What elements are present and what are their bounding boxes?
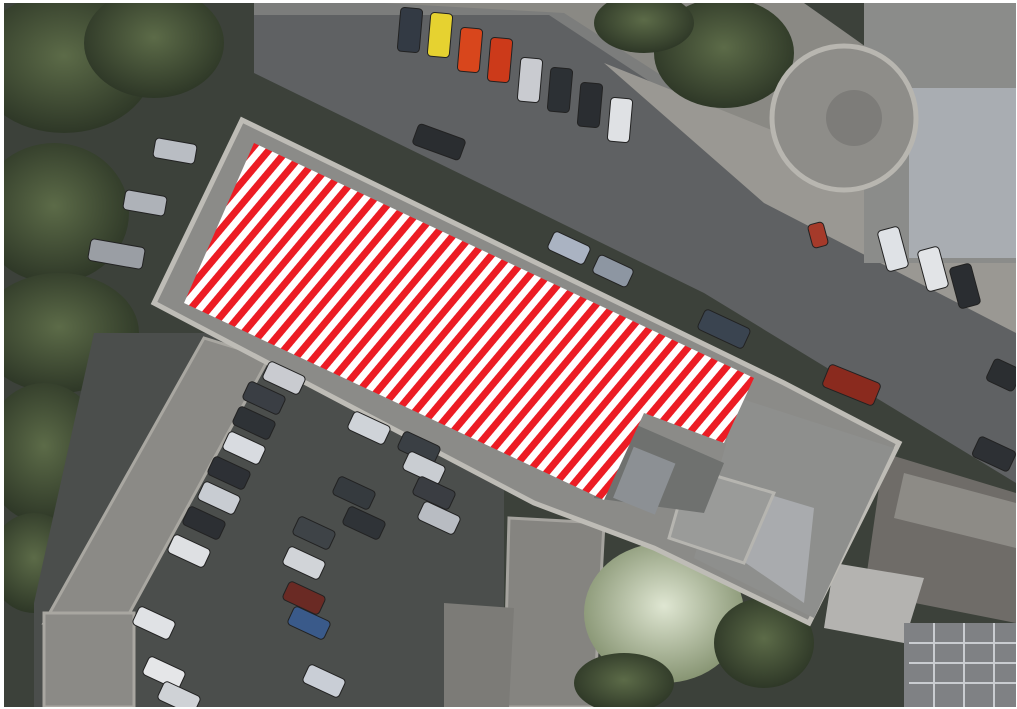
car bbox=[332, 476, 376, 510]
car bbox=[917, 246, 949, 292]
car bbox=[232, 406, 276, 440]
car bbox=[342, 506, 386, 540]
car bbox=[157, 681, 201, 707]
car bbox=[877, 226, 909, 272]
highlighted-area bbox=[184, 143, 754, 500]
car bbox=[486, 36, 514, 84]
car bbox=[197, 481, 241, 515]
car bbox=[302, 664, 346, 698]
car bbox=[972, 436, 1016, 472]
building-right-lower bbox=[824, 453, 1016, 707]
cars-street bbox=[412, 123, 1016, 472]
car bbox=[412, 476, 456, 510]
car bbox=[576, 81, 604, 129]
street-curb bbox=[254, 3, 1016, 323]
car bbox=[697, 309, 751, 349]
parked-cars-lot bbox=[87, 137, 461, 707]
car bbox=[949, 263, 981, 309]
car bbox=[807, 221, 829, 249]
building-round bbox=[769, 3, 1016, 263]
car bbox=[292, 516, 336, 550]
car bbox=[426, 11, 454, 59]
car bbox=[606, 96, 634, 144]
car bbox=[282, 581, 326, 615]
car bbox=[546, 66, 574, 114]
aerial-map-canvas bbox=[4, 3, 1016, 707]
car bbox=[207, 456, 251, 490]
car bbox=[142, 656, 186, 690]
parked-cars-top bbox=[396, 6, 634, 144]
street bbox=[254, 3, 1016, 483]
car bbox=[287, 606, 331, 640]
car bbox=[182, 506, 226, 540]
car bbox=[396, 6, 424, 54]
car bbox=[547, 231, 591, 265]
car bbox=[282, 546, 326, 580]
car bbox=[456, 26, 484, 74]
building-lower-small bbox=[444, 603, 514, 707]
car bbox=[132, 606, 176, 640]
car bbox=[222, 431, 266, 465]
car bbox=[87, 238, 146, 270]
trees-top bbox=[594, 3, 794, 108]
parked-cars-right bbox=[807, 221, 981, 309]
car bbox=[822, 364, 881, 406]
car bbox=[516, 56, 544, 104]
car bbox=[152, 137, 198, 165]
parking-strip-right bbox=[604, 63, 1016, 333]
car bbox=[262, 361, 306, 395]
car bbox=[417, 501, 461, 535]
car bbox=[167, 534, 211, 568]
trees-bottom bbox=[574, 543, 814, 707]
car bbox=[242, 381, 286, 415]
car bbox=[412, 123, 466, 161]
car bbox=[122, 189, 168, 217]
car bbox=[347, 411, 391, 445]
car bbox=[592, 254, 634, 288]
aerial-map bbox=[4, 3, 1016, 707]
car bbox=[986, 358, 1016, 392]
